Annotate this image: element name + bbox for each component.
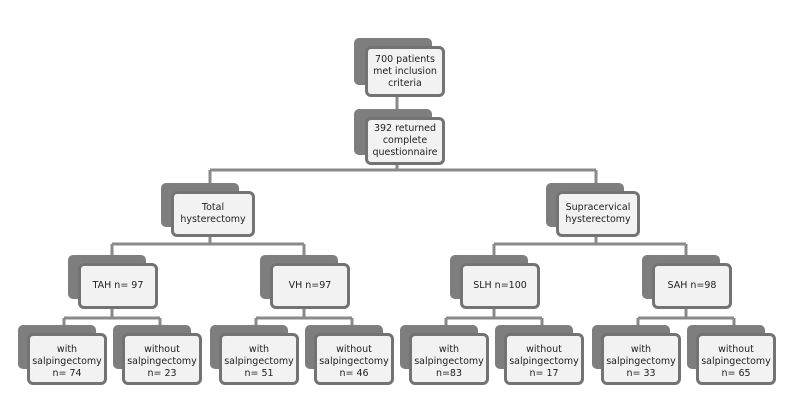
node-vh-without-line-1: without — [336, 344, 372, 355]
node-sah-without-line-3: n= 65 — [721, 368, 751, 379]
node-supracervical-hysterectomy-line-1: Supracervical — [565, 202, 631, 213]
node-sah-with-line-3: n= 33 — [626, 368, 656, 379]
node-tah-without-line-3: n= 23 — [147, 368, 177, 379]
node-tah-label: TAH n= 97 — [92, 280, 144, 291]
node-vh-label: VH n=97 — [288, 280, 332, 291]
node-tah-without-line-2: salpingectomy — [127, 356, 197, 367]
node-sah-label: SAH n=98 — [667, 280, 717, 291]
node-supracervical-hysterectomy-line-2: hysterectomy — [565, 214, 631, 225]
node-slh-label: SLH n=100 — [473, 280, 527, 291]
node-total-hysterectomy-line-2: hysterectomy — [180, 214, 246, 225]
node-returned-questionnaire-line-3: questionnaire — [372, 147, 438, 158]
node-slh-without-line-2: salpingectomy — [509, 356, 579, 367]
node-total-hysterectomy-line-1: Total — [201, 202, 225, 213]
node-inclusion-criteria-line-2: met inclusion — [373, 65, 437, 77]
node-slh-without-line-3: n= 17 — [529, 368, 559, 379]
node-slh-with-line-2: salpingectomy — [414, 356, 484, 367]
node-sah-without-line-2: salpingectomy — [701, 356, 771, 367]
node-slh-without-line-1: without — [526, 344, 562, 355]
node-vh-without-line-2: salpingectomy — [319, 356, 389, 367]
node-returned-questionnaire-line-1: 392 returned — [373, 123, 437, 134]
node-returned-questionnaire-line-2: complete — [382, 135, 428, 146]
node-vh-with-line-1: with — [248, 344, 270, 355]
node-sah-with-line-1: with — [630, 344, 652, 355]
node-inclusion-criteria-line-3: criteria — [388, 77, 422, 89]
node-sah-with-line-2: salpingectomy — [606, 356, 676, 367]
node-sah-without-line-1: without — [718, 344, 754, 355]
node-tah-with-line-3: n= 74 — [52, 368, 82, 379]
node-inclusion-criteria-line-1: 700 patients — [375, 53, 435, 65]
node-vh-without-line-3: n= 46 — [339, 368, 369, 379]
node-slh-with-line-1: with — [438, 344, 460, 355]
node-tah-with-line-1: with — [56, 344, 78, 355]
node-slh-with-line-3: n=83 — [435, 368, 463, 379]
node-vh-with-line-3: n= 51 — [244, 368, 274, 379]
node-tah-with-line-2: salpingectomy — [32, 356, 102, 367]
node-vh-with-line-2: salpingectomy — [224, 356, 294, 367]
node-tah-without-line-1: without — [144, 344, 180, 355]
